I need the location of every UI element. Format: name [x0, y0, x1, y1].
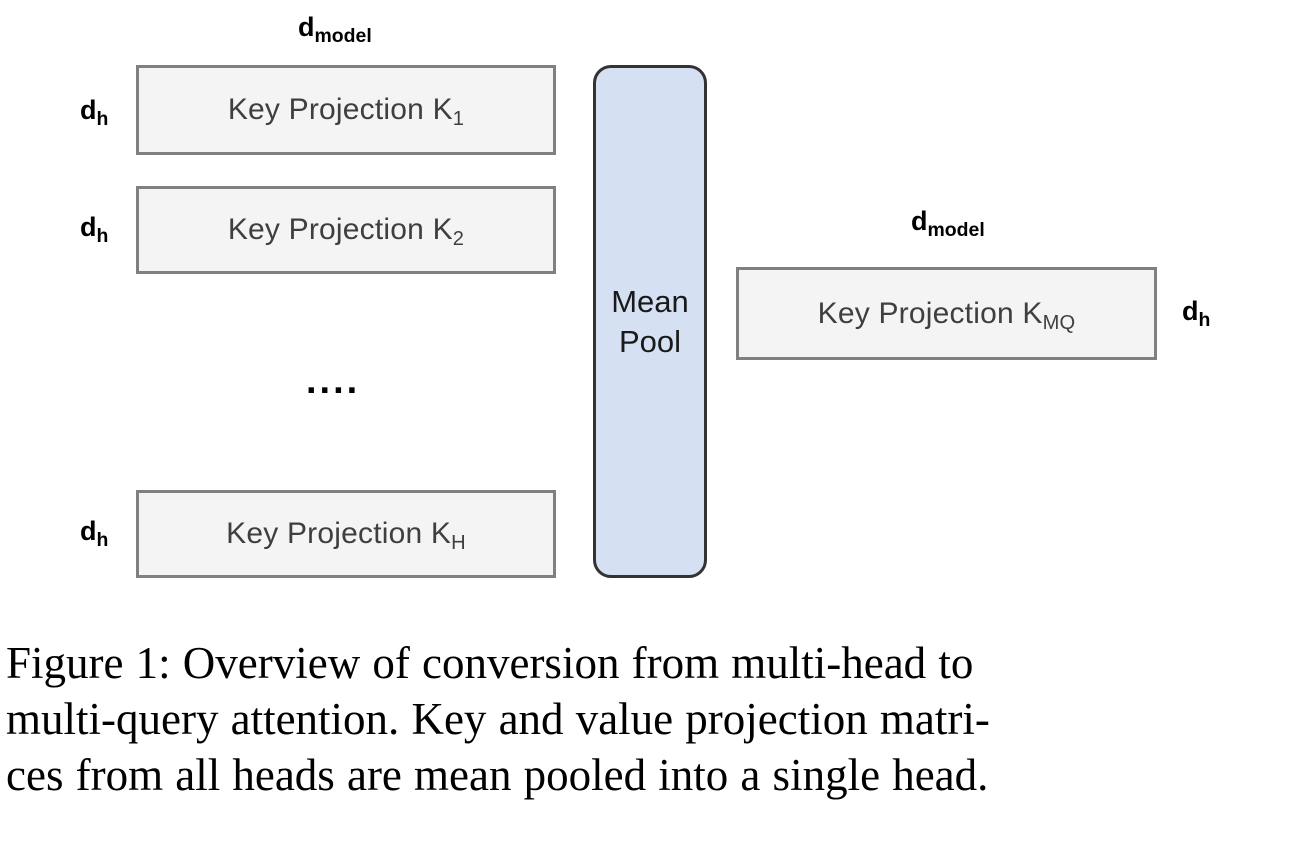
- key-projection-box-kh[interactable]: Key Projection KH: [136, 490, 556, 578]
- dh-box1-base: d: [80, 95, 97, 125]
- figure-caption-line-1: Figure 1: Overview of conversion from mu…: [6, 638, 974, 688]
- dmodel-left-subscript: model: [314, 24, 372, 47]
- dimension-label-dh-boxh: dh: [80, 516, 108, 550]
- figure-caption: Figure 1: Overview of conversion from mu…: [6, 636, 1298, 803]
- dh-boxh-base: d: [80, 516, 97, 546]
- dmodel-right-subscript: model: [927, 218, 985, 241]
- dh-boxmq-base: d: [1182, 296, 1199, 326]
- dh-box2-base: d: [80, 212, 97, 242]
- key-projection-box-kmq[interactable]: Key Projection KMQ: [736, 267, 1157, 360]
- key-projection-box-k1-text: Key Projection K: [227, 93, 453, 126]
- key-projection-box-kh-subscript: H: [451, 532, 466, 555]
- key-projection-box-k2-label: Key Projection K2: [227, 213, 465, 251]
- dh-boxh-subscript: h: [96, 528, 109, 551]
- dh-box1-subscript: h: [96, 107, 109, 130]
- key-projection-box-k2-text: Key Projection K: [227, 213, 453, 246]
- figure-caption-line-3: ces from all heads are mean pooled into …: [6, 749, 989, 800]
- key-projection-box-kh-label: Key Projection KH: [226, 517, 466, 555]
- figure-diagram: dmodel Key Projection K1 dh Key Projecti…: [80, 12, 1210, 578]
- dmodel-left-base: d: [298, 12, 315, 42]
- ellipsis-dots: ....: [306, 360, 361, 402]
- dimension-label-dh-box1: dh: [80, 95, 108, 129]
- dimension-label-dh-boxmq: dh: [1182, 296, 1210, 330]
- dh-box2-subscript: h: [96, 224, 109, 247]
- dh-boxmq-subscript: h: [1198, 308, 1211, 331]
- key-projection-box-k1-label: Key Projection K1: [227, 93, 465, 131]
- figure-caption-line-2: multi-query attention. Key and value pro…: [6, 693, 990, 744]
- dimension-label-dh-box2: dh: [80, 212, 108, 246]
- key-projection-box-kmq-text: Key Projection K: [817, 296, 1043, 330]
- mean-pool-line-1: Mean: [611, 283, 689, 319]
- key-projection-box-k1-subscript: 1: [452, 108, 465, 131]
- key-projection-box-kmq-label: Key Projection KMQ: [817, 296, 1076, 334]
- dimension-label-dmodel-left: dmodel: [298, 12, 372, 46]
- key-projection-box-kmq-subscript: MQ: [1042, 311, 1076, 334]
- dmodel-right-base: d: [911, 206, 928, 236]
- key-projection-box-k1[interactable]: Key Projection K1: [136, 65, 556, 155]
- key-projection-box-k2-subscript: 2: [452, 228, 465, 251]
- dimension-label-dmodel-right: dmodel: [911, 206, 985, 240]
- mean-pool-block[interactable]: Mean Pool: [593, 65, 707, 578]
- mean-pool-line-2: Pool: [618, 323, 682, 359]
- key-projection-box-kh-text: Key Projection K: [226, 517, 452, 550]
- key-projection-box-k2[interactable]: Key Projection K2: [136, 186, 556, 274]
